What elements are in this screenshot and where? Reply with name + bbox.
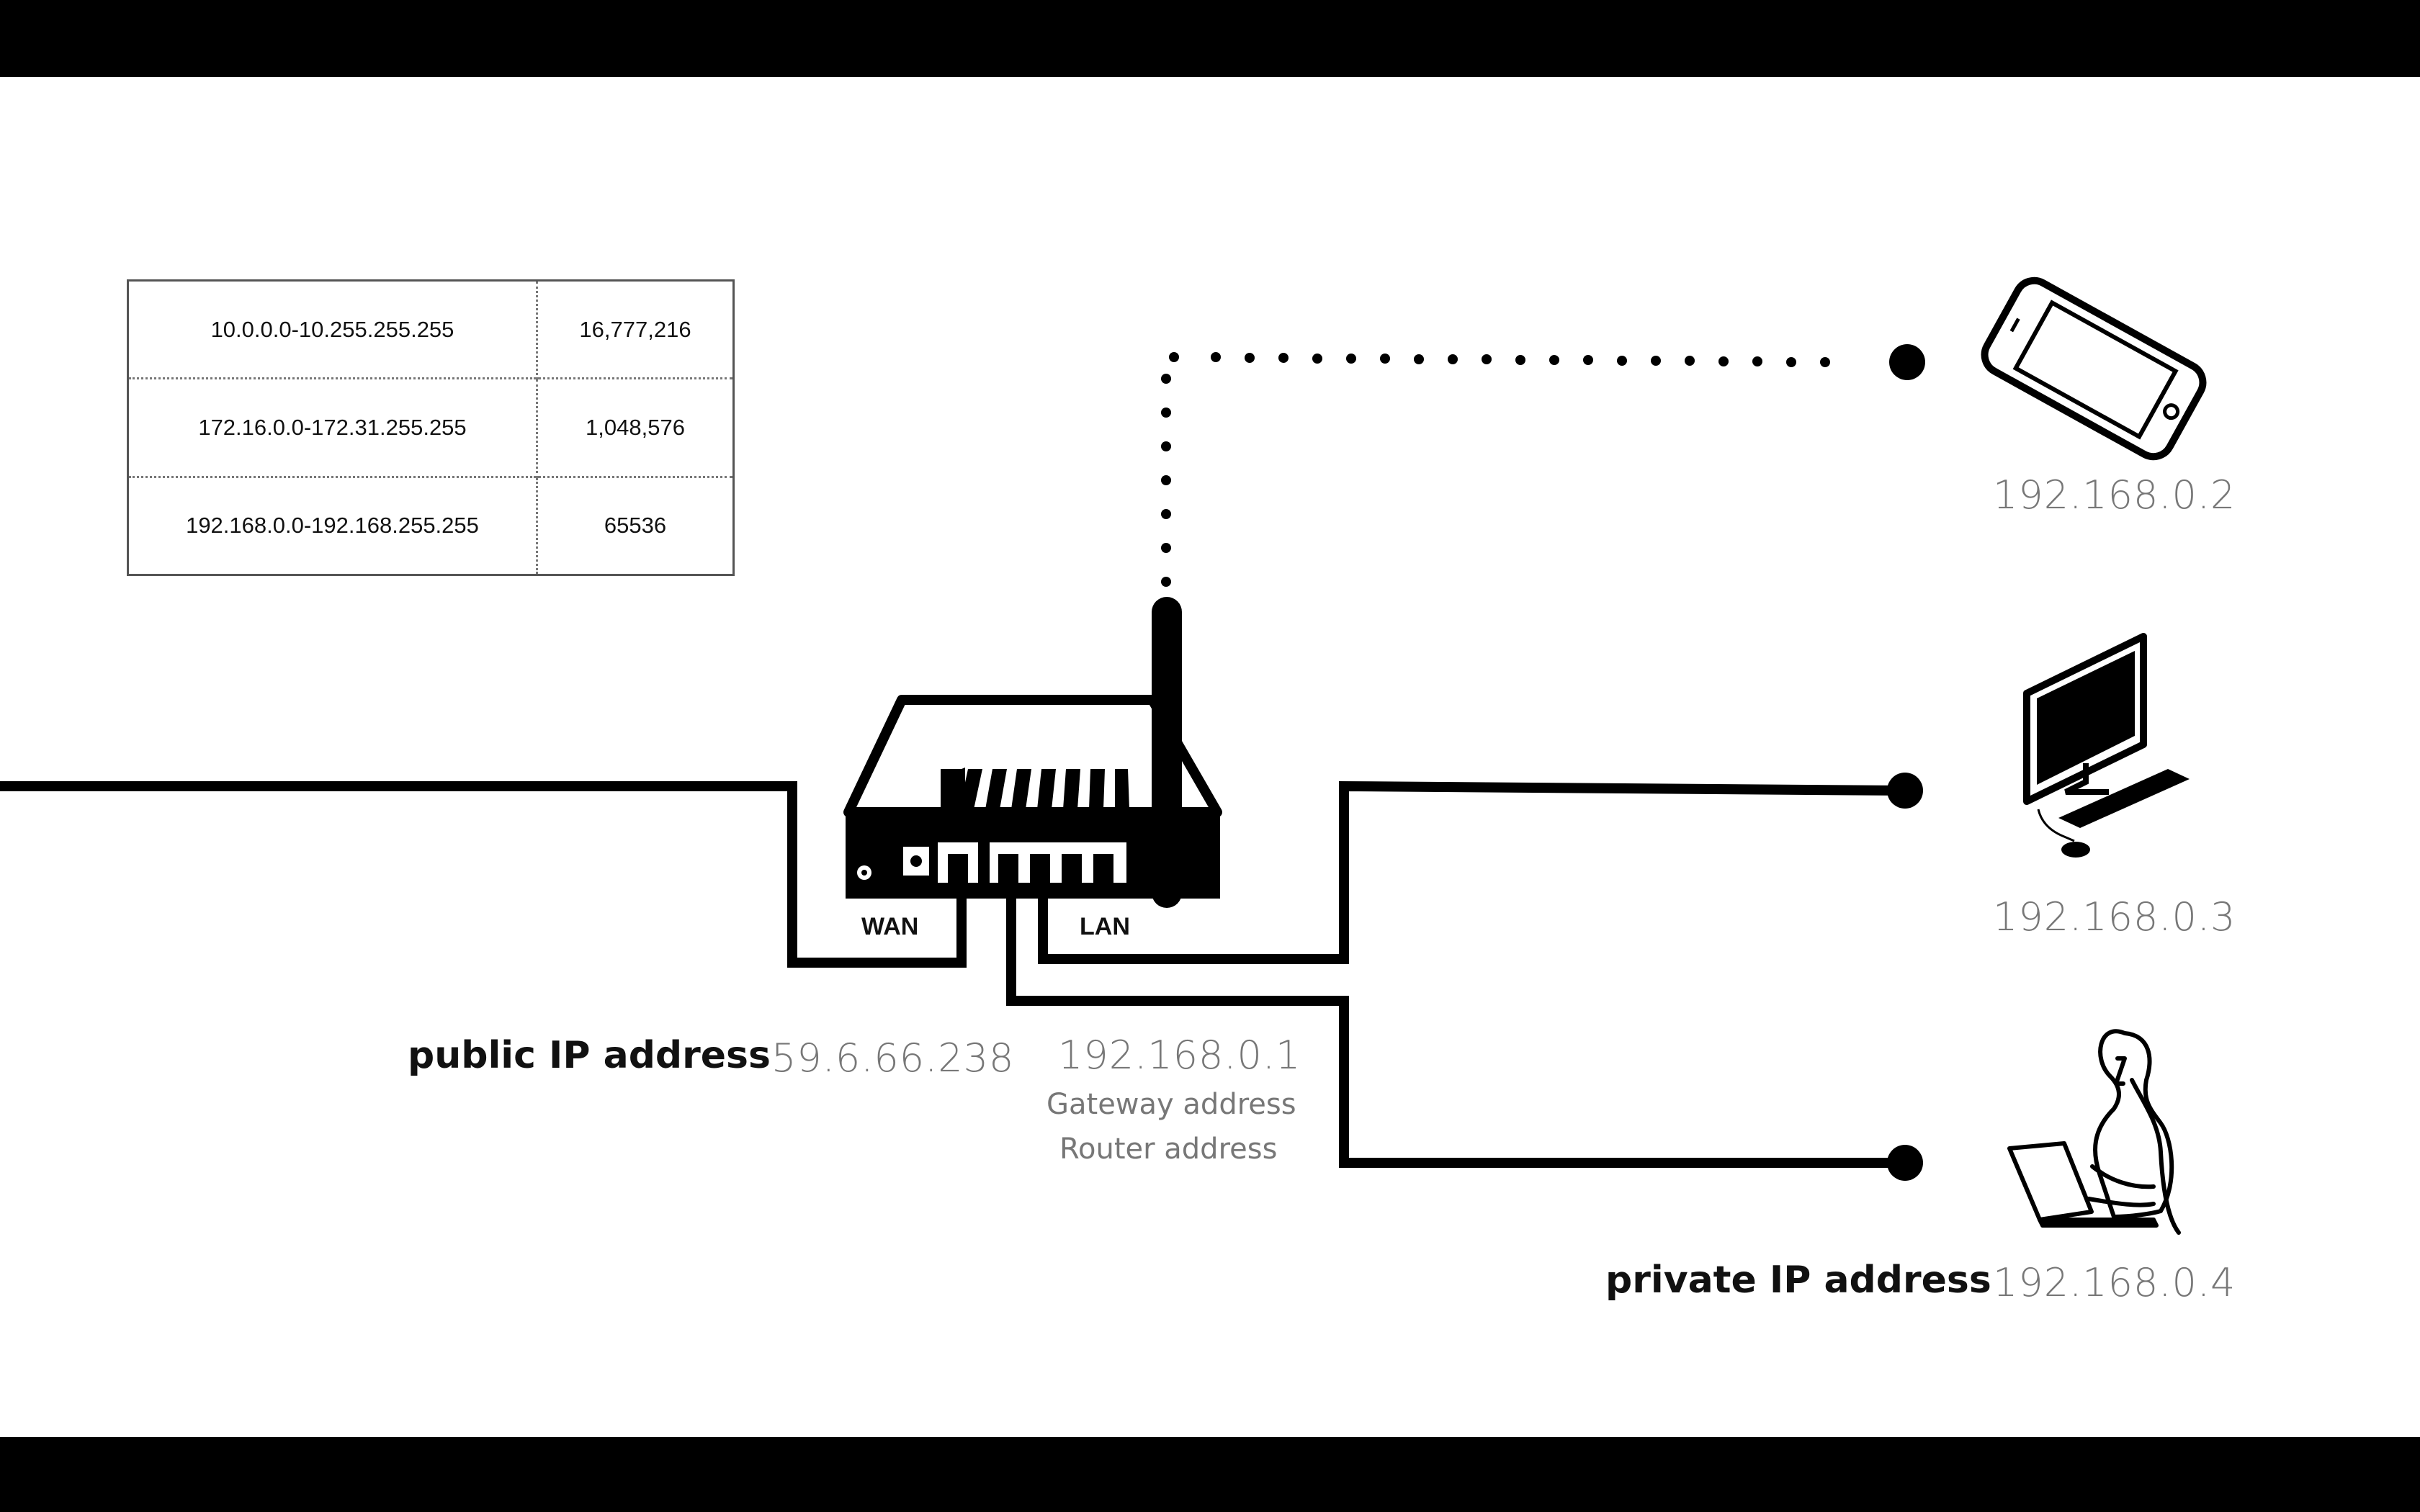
table-row: 192.168.0.0-192.168.255.255 65536 [127,475,734,575]
laptop-ip-value: 192.168.0.4 [1993,1260,2236,1305]
smartphone-icon [1981,276,2207,461]
lan-port-label: LAN [1080,913,1130,940]
range-cell: 10.0.0.0-10.255.255.255 [127,280,538,379]
router-icon [843,597,1222,908]
wan-cable [0,781,967,968]
person-with-laptop-icon [2007,1029,2181,1235]
router-address-label: Router address [1059,1133,1278,1166]
count-cell: 1,048,576 [537,377,734,477]
range-cell: 192.168.0.0-192.168.255.255 [127,475,538,575]
lan-cable-laptop [1006,864,1905,1168]
private-ip-ranges-table: 10.0.0.0-10.255.255.255 16,777,216 172.1… [127,279,735,576]
table-row: 10.0.0.0-10.255.255.255 16,777,216 [127,280,734,379]
desktop-ip-value: 192.168.0.3 [1993,894,2236,940]
endpoint-dot-phone [1889,344,1925,380]
wireless-link [1161,352,1830,587]
lan-cable-desktop [1038,780,1906,964]
range-cell: 172.16.0.0-172.31.255.255 [127,377,538,477]
letterbox-bottom [0,1437,2420,1512]
count-cell: 65536 [537,475,734,575]
phone-ip-value: 192.168.0.2 [1993,472,2236,518]
wan-port-label: WAN [861,913,919,940]
count-cell: 16,777,216 [579,316,691,342]
gateway-address-label: Gateway address [1047,1088,1296,1121]
router-ip-value: 192.168.0.1 [1058,1032,1301,1078]
endpoint-dot-desktop [1887,773,1923,809]
desktop-computer-icon [2023,633,2190,858]
public-ip-value: 59.6.66.238 [771,1035,1015,1081]
endpoint-dot-laptop [1887,1145,1923,1181]
table-row: 172.16.0.0-172.31.255.255 1,048,576 [127,377,734,477]
letterbox-top [0,0,2420,77]
public-ip-label: public IP address [408,1034,771,1077]
private-ip-label: private IP address [1605,1259,1991,1302]
